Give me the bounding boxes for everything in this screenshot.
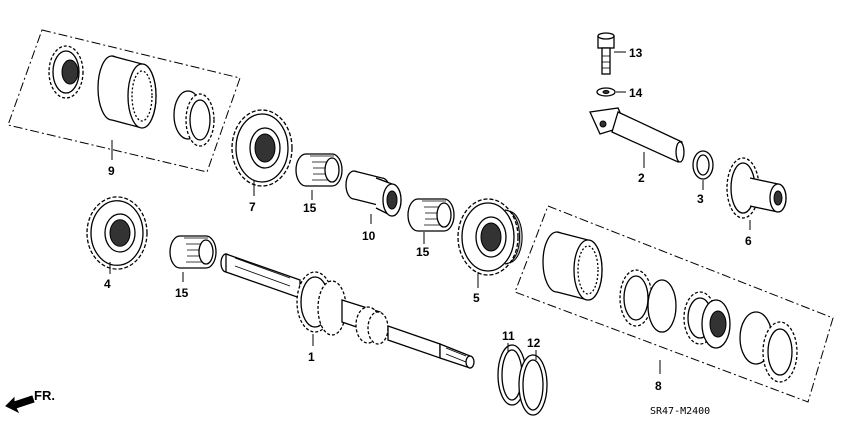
front-direction-arrow: FR. — [5, 388, 55, 414]
callout-15-lower: 15 — [175, 286, 189, 300]
collar-10: 10 — [345, 170, 402, 243]
thrust-shim-12: 12 — [518, 336, 548, 416]
gear-5: 5 — [457, 198, 523, 305]
gear-4: 4 — [86, 196, 148, 291]
bolt-13: 13 — [597, 32, 643, 75]
synchro-ring-8b — [739, 311, 798, 383]
callout-5: 5 — [473, 291, 480, 305]
hub-gear-8 — [683, 291, 731, 349]
diagram-code: SR47-M2400 — [650, 406, 710, 417]
callout-8: 8 — [655, 379, 662, 393]
callout-6: 6 — [745, 234, 752, 248]
callout-7: 7 — [249, 200, 256, 214]
needle-bearing-15-middle: 15 — [407, 198, 455, 259]
callout-10: 10 — [362, 229, 376, 243]
callout-9: 9 — [108, 164, 115, 178]
assembly-box-8: 8 — [514, 205, 834, 403]
synchro-sleeve-8 — [542, 231, 603, 301]
needle-bearing-15-upper: 15 — [295, 153, 343, 215]
assembly-box-9: 9 — [7, 29, 241, 178]
callout-12: 12 — [527, 336, 541, 350]
reverse-idler-gear-6: 6 — [726, 157, 787, 248]
callout-15-middle: 15 — [416, 245, 430, 259]
callout-1: 1 — [308, 350, 315, 364]
callout-2: 2 — [638, 171, 645, 185]
spacer-ring-3: 3 — [692, 150, 714, 206]
synchro-ring-9 — [173, 90, 215, 147]
callout-3: 3 — [697, 192, 704, 206]
synchro-sleeve-9 — [97, 55, 157, 129]
mainshaft-1: 1 — [220, 253, 475, 369]
needle-bearing-15-lower: 15 — [169, 235, 217, 300]
callout-4: 4 — [104, 277, 111, 291]
callout-11: 11 — [502, 329, 515, 343]
synchro-ring-8 — [619, 269, 677, 333]
callout-15-upper: 15 — [303, 201, 317, 215]
reverse-idler-shaft-2: 2 — [589, 107, 685, 185]
callout-13: 13 — [629, 46, 643, 60]
callout-14: 14 — [629, 86, 643, 100]
gear-7: 7 — [231, 109, 293, 214]
direction-label: FR. — [34, 388, 55, 403]
hub-gear-9 — [48, 45, 84, 99]
washer-14: 14 — [596, 86, 643, 100]
